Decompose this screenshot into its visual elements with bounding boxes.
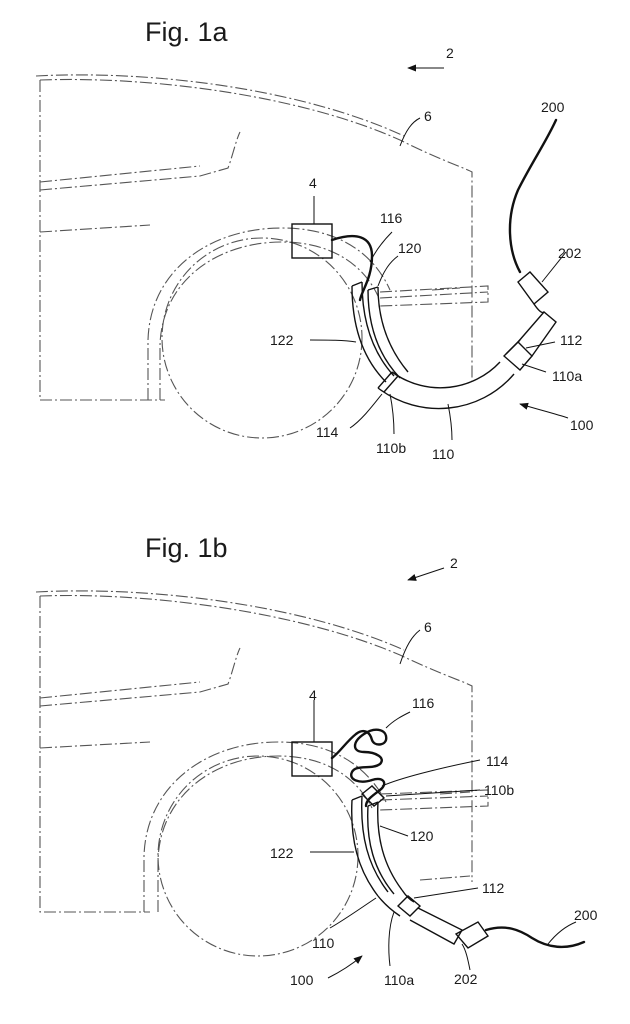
charging-arm-1b bbox=[378, 890, 420, 916]
label-cover-1a: 122 bbox=[270, 332, 294, 348]
label-arm-1a: 110 bbox=[432, 446, 455, 462]
label-vehicle-1a: 2 bbox=[446, 45, 454, 61]
label-plug-1b: 202 bbox=[454, 971, 478, 987]
guide-rails-1b bbox=[352, 786, 402, 896]
coiled-cable-1b bbox=[332, 730, 386, 806]
leader-lines-1a bbox=[310, 68, 568, 440]
label-guide-1b: 120 bbox=[410, 828, 434, 844]
label-body-1a: 6 bbox=[424, 108, 432, 124]
label-body-1b: 6 bbox=[424, 619, 432, 635]
label-cable-1a: 116 bbox=[380, 210, 403, 226]
plug-stem-1a bbox=[518, 312, 556, 356]
label-unit-1b: 4 bbox=[309, 687, 317, 703]
charger-cable-1b bbox=[486, 928, 584, 947]
figure-1b: Fig. 1b bbox=[36, 533, 598, 988]
vehicle-body-outline-1b bbox=[36, 591, 488, 912]
label-joint-1a: 112 bbox=[560, 332, 583, 348]
plug-stem-1b bbox=[410, 908, 462, 944]
charger-cable-1a bbox=[510, 120, 556, 272]
wheel-1a bbox=[148, 228, 390, 438]
figure-1a-title: Fig. 1a bbox=[145, 17, 229, 47]
wheel-1b bbox=[144, 742, 386, 956]
label-joint-1b: 112 bbox=[482, 880, 505, 896]
label-unit-1a: 4 bbox=[309, 175, 317, 191]
label-end-inner-1a: 110b bbox=[376, 440, 406, 456]
label-cable-1b: 116 bbox=[412, 695, 435, 711]
label-end-inner-1b: 110b bbox=[484, 782, 514, 798]
leader-lines-1b bbox=[310, 568, 576, 978]
label-guide-1a: 120 bbox=[398, 240, 422, 256]
label-end-outer-1b: 110a bbox=[384, 972, 414, 988]
plug-head-1a bbox=[518, 272, 548, 304]
plug-head-1b bbox=[456, 922, 488, 948]
label-plug-1a: 202 bbox=[558, 245, 582, 261]
label-seal-1a: 114 bbox=[316, 424, 339, 440]
charging-unit-1b bbox=[292, 742, 332, 776]
label-charger-cable-1a: 200 bbox=[541, 99, 565, 115]
figure-1b-title: Fig. 1b bbox=[145, 533, 228, 563]
label-seal-1b: 114 bbox=[486, 753, 509, 769]
label-cover-1b: 122 bbox=[270, 845, 294, 861]
label-vehicle-1b: 2 bbox=[450, 555, 458, 571]
label-device-1b: 100 bbox=[290, 972, 314, 988]
plug-neck-1a bbox=[534, 304, 544, 313]
joint-line-1a bbox=[506, 340, 520, 354]
vehicle-body-outline-1a bbox=[36, 75, 488, 400]
label-device-1a: 100 bbox=[570, 417, 594, 433]
label-charger-cable-1b: 200 bbox=[574, 907, 598, 923]
label-arm-1b: 110 bbox=[312, 935, 335, 951]
label-end-outer-1a: 110a bbox=[552, 368, 582, 384]
figure-1a: Fig. 1a bbox=[36, 17, 594, 462]
charging-arm-1a bbox=[378, 362, 514, 409]
